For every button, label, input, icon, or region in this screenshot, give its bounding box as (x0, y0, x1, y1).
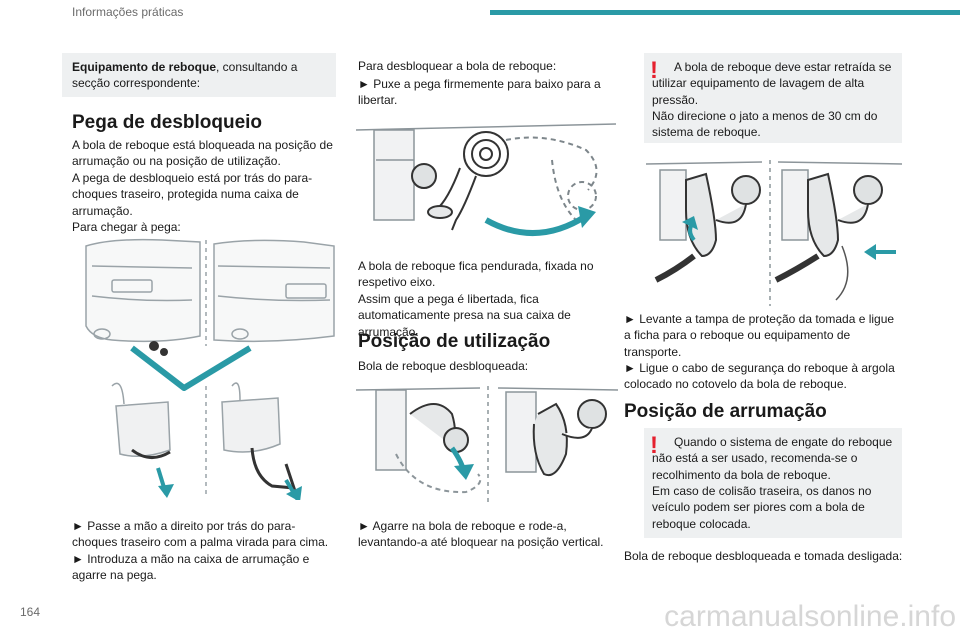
note-box-rest: , consultando a secção correspondente: (72, 60, 298, 90)
warning-text: Em caso de colisão traseira, os danos no… (652, 484, 872, 531)
page-number: 164 (20, 605, 41, 619)
illustration-hanging-tow-ball (356, 123, 617, 237)
step-instruction: ► Puxe a pega firmemente para baixo para… (358, 77, 601, 108)
step-instruction: ► Passe a mão a direito por trás do para… (72, 519, 329, 550)
warning-box-pressure-washer: ! A bola de reboque deve estar retraída … (644, 53, 902, 143)
warning-icon: ! (650, 57, 658, 84)
paragraph: A bola de reboque está bloqueada na posi… (72, 138, 333, 169)
warning-box-storage: ! Quando o sistema de engate do reboque … (644, 428, 902, 538)
heading-use-position: Posição de utilização (358, 331, 551, 352)
illustration-socket-cable (646, 160, 902, 306)
paragraph: A pega de desbloqueio está por trás do p… (72, 171, 313, 218)
step-instruction: ► Levante a tampa de proteção da tomada … (624, 312, 895, 359)
paragraph: Bola de reboque desbloqueada: (358, 359, 529, 373)
warning-text: A bola de reboque deve estar retraída se… (652, 60, 892, 107)
step-instruction: ► Agarre na bola de reboque e rode-a, le… (358, 519, 604, 550)
paragraph: Para desbloquear a bola de reboque: (358, 59, 557, 73)
paragraph: A bola de reboque fica pendurada, fixada… (358, 259, 594, 290)
paragraph: Bola de reboque desbloqueada e tomada de… (624, 549, 903, 563)
step-instruction: ► Ligue o cabo de segurança do reboque à… (624, 361, 895, 392)
illustration-bumper-handle (85, 238, 335, 500)
note-box: Equipamento de reboque, consultando a se… (62, 53, 336, 97)
illustration-rotate-tow-ball (356, 386, 618, 502)
warning-text: Quando o sistema de engate do reboque nã… (652, 435, 893, 482)
paragraph: Para chegar à pega: (72, 220, 181, 234)
paragraph: Assim que a pega é libertada, fica autom… (358, 292, 571, 339)
heading-storage-position: Posição de arrumação (624, 401, 827, 422)
warning-text: Não direcione o jato a menos de 30 cm do… (652, 109, 878, 140)
warning-icon: ! (650, 432, 658, 459)
note-box-text: Equipamento de reboque, consultando a se… (72, 59, 322, 91)
note-box-bold: Equipamento de reboque (72, 60, 217, 74)
step-instruction: ► Introduza a mão na caixa de arrumação … (72, 552, 310, 583)
heading-release-handle: Pega de desbloqueio (72, 112, 263, 133)
header-accent-bar (490, 10, 960, 15)
section-title: Informações práticas (72, 5, 184, 19)
watermark: carmanualsonline.info (664, 600, 956, 633)
